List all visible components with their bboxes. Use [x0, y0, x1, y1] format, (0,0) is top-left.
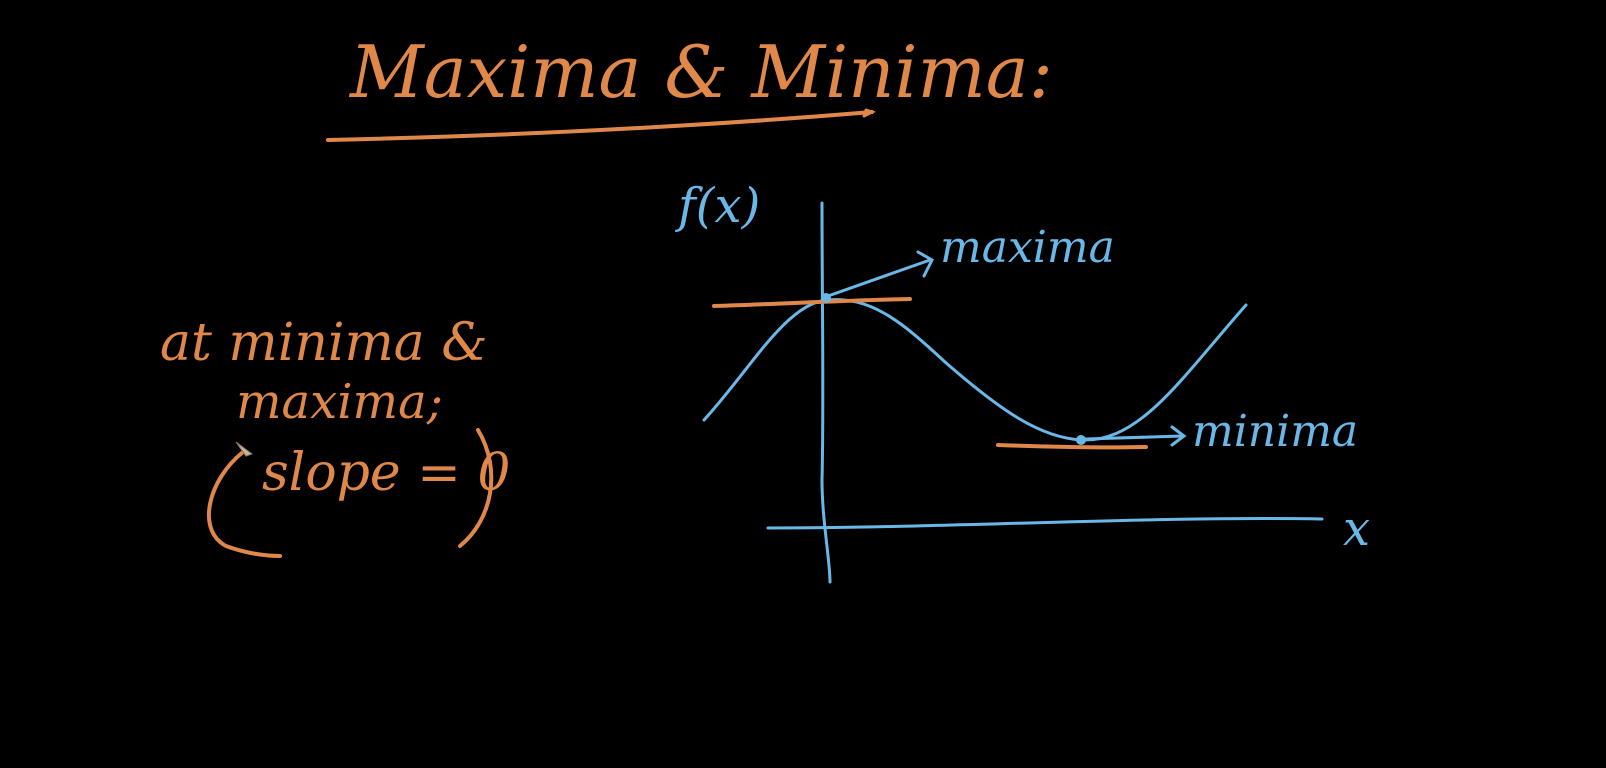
minima-pointer-line — [1084, 434, 1184, 441]
slope-condition: slope = 0 — [262, 443, 510, 503]
note-left-bracket — [207, 450, 282, 558]
maxima-pointer-arrowhead — [916, 250, 934, 278]
page-title: Maxima & Minima: — [348, 30, 1053, 114]
note-right-bracket — [458, 428, 494, 548]
function-curve — [702, 298, 1248, 442]
minima-label: minima — [1192, 406, 1358, 457]
x-axis-label: x — [1343, 501, 1370, 557]
note-line-1: at minima & — [160, 313, 488, 373]
minima-tangent-line — [996, 443, 1148, 450]
minima-point — [1076, 435, 1086, 445]
y-axis-label: f(x) — [675, 178, 760, 234]
note-line-2: maxima; — [236, 374, 443, 430]
title-underline-hook — [862, 108, 876, 118]
x-axis — [766, 517, 1324, 530]
minima-pointer-arrowhead — [1170, 425, 1187, 447]
maxima-tangent-line — [712, 297, 912, 308]
y-axis — [820, 201, 832, 584]
pen-cursor-icon — [235, 441, 254, 457]
maxima-pointer-line — [826, 258, 932, 298]
maxima-label: maxima — [940, 222, 1115, 273]
title-underline — [326, 110, 874, 142]
